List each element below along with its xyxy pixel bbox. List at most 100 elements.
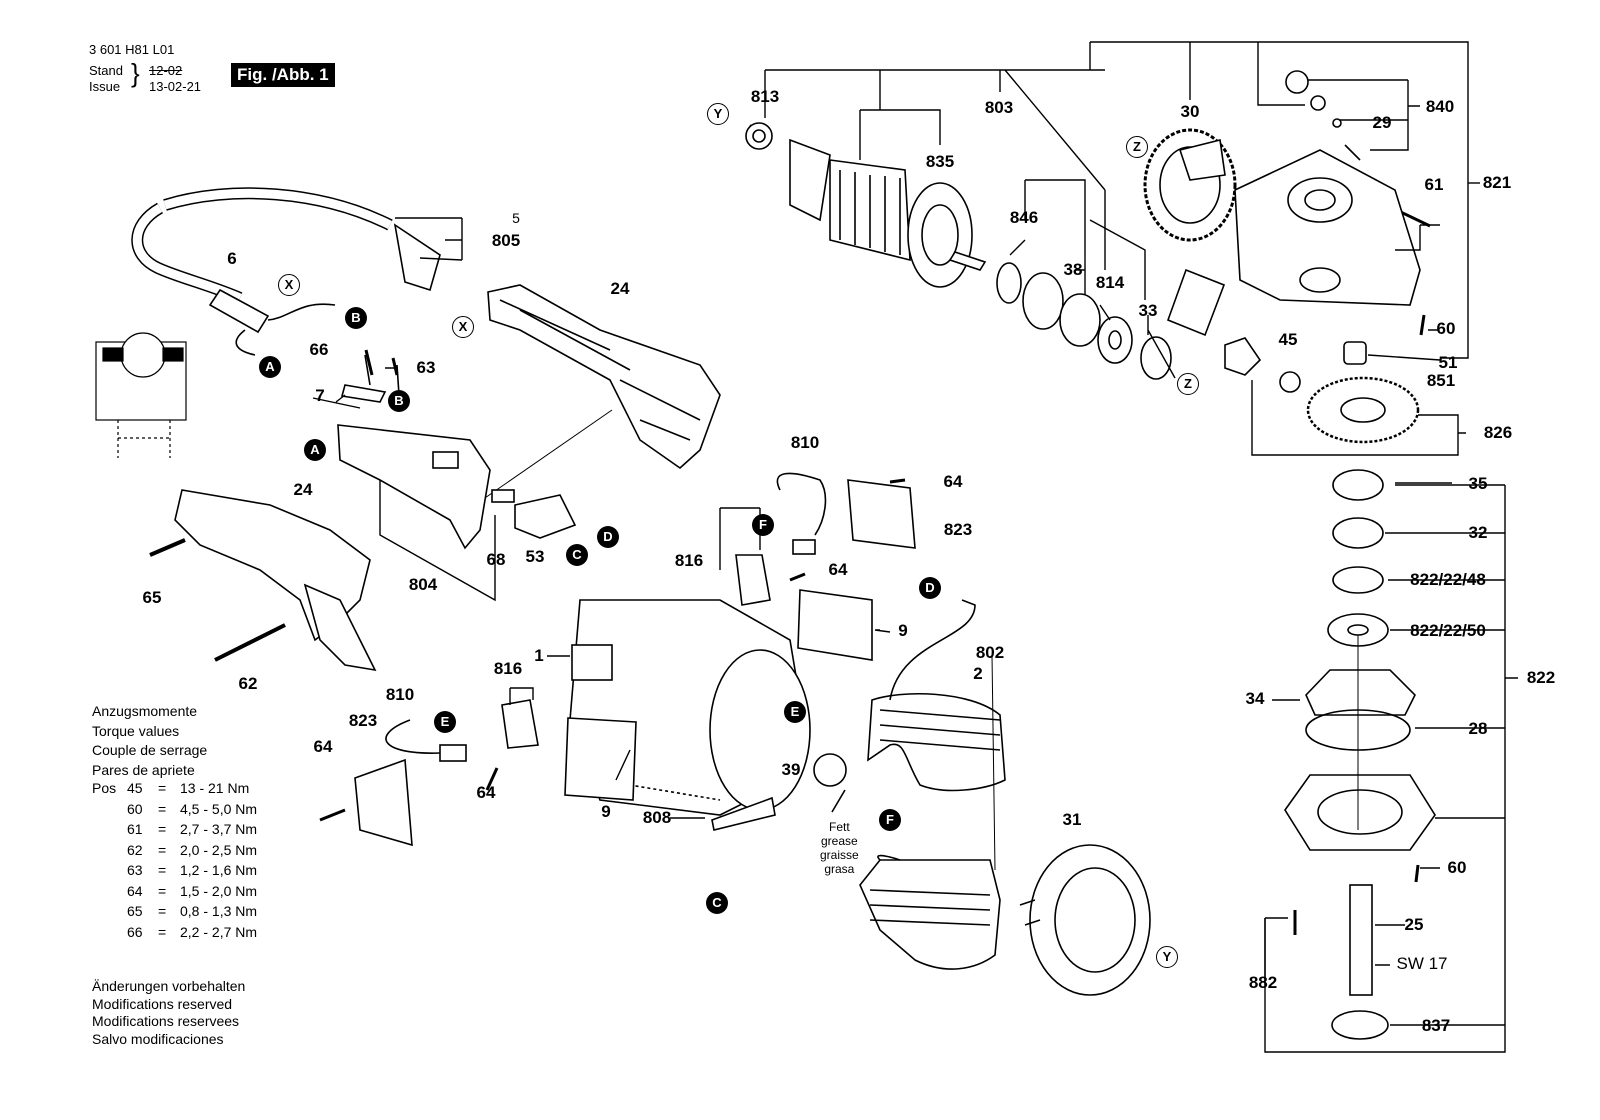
part-label-823-upper: 823 bbox=[943, 520, 973, 539]
brace-glyph: } bbox=[131, 58, 140, 88]
part-label-851: 851 bbox=[1426, 371, 1456, 390]
brush-holder-upper bbox=[735, 472, 827, 606]
part-label-53: 53 bbox=[525, 547, 545, 566]
gear-head-housing bbox=[1234, 70, 1421, 306]
part-label-810-lower: 810 bbox=[385, 685, 415, 704]
field-coil-upper bbox=[867, 692, 1006, 792]
torque-value: 1,2 - 1,6 Nm bbox=[180, 862, 258, 878]
wiring-schematic bbox=[95, 332, 187, 458]
marker-z-bearing: Z bbox=[1177, 373, 1199, 395]
torque-value: 0,8 - 1,3 Nm bbox=[180, 903, 258, 919]
switch-assembly bbox=[337, 354, 577, 602]
part-label-39: 39 bbox=[781, 760, 801, 779]
bearing-814 bbox=[1097, 316, 1133, 364]
marker-x-handle: X bbox=[452, 316, 474, 338]
torque-eq: = bbox=[158, 780, 167, 796]
part-label-60-upper: 60 bbox=[1436, 319, 1456, 338]
part-label-5: 5 bbox=[512, 210, 520, 226]
part-label-840: 840 bbox=[1425, 97, 1455, 116]
part-label-30: 30 bbox=[1180, 102, 1200, 121]
bearing-ring-33 bbox=[1140, 336, 1172, 380]
rear-handle-housing-upper bbox=[481, 284, 721, 501]
torque-value: 1,5 - 2,0 Nm bbox=[180, 882, 258, 899]
torque-title: Torque values bbox=[92, 722, 180, 739]
part-label-837: 837 bbox=[1421, 1016, 1451, 1035]
torque-value: 2,0 - 2,5 Nm bbox=[180, 841, 258, 858]
bearing-seal bbox=[1166, 268, 1226, 337]
part-label-813: 813 bbox=[750, 87, 780, 106]
marker-d-switch: D bbox=[597, 526, 619, 548]
part-label-803: 803 bbox=[984, 98, 1014, 117]
figure-label: Fig. /Abb. 1 bbox=[231, 63, 335, 87]
marker-f-brush: F bbox=[752, 514, 774, 536]
part-label-31: 31 bbox=[1062, 810, 1082, 829]
part-label-835: 835 bbox=[925, 152, 955, 171]
part-label-33: 33 bbox=[1138, 301, 1158, 320]
marker-y-armature: Y bbox=[707, 103, 729, 125]
part-label-25: 25 bbox=[1404, 915, 1424, 934]
spanner-size-label: SW 17 bbox=[1396, 954, 1448, 973]
part-label-24-lower: 24 bbox=[293, 480, 313, 499]
torque-pos: 66 bbox=[127, 923, 143, 940]
part-label-816-upper: 816 bbox=[674, 551, 704, 570]
grease-note-line: grease bbox=[820, 834, 858, 848]
screws bbox=[319, 203, 1431, 935]
torque-eq: = bbox=[158, 903, 167, 919]
rear-handle-housing-lower bbox=[149, 489, 377, 672]
part-label-62: 62 bbox=[238, 674, 258, 693]
part-label-68: 68 bbox=[486, 550, 506, 569]
torque-title: Anzugsmomente bbox=[92, 703, 198, 719]
torque-eq: = bbox=[158, 862, 167, 878]
bearing-39 bbox=[813, 753, 847, 787]
part-label-826: 826 bbox=[1483, 423, 1513, 442]
torque-value: 2,2 - 2,7 Nm bbox=[180, 923, 258, 940]
torque-eq: = bbox=[158, 841, 167, 858]
marker-e-coil: E bbox=[784, 701, 806, 723]
doc-number: 3 601 H81 L01 bbox=[89, 42, 175, 57]
part-label-64-lower: 64 bbox=[313, 737, 333, 756]
torque-value: 13 - 21 Nm bbox=[180, 780, 250, 796]
circlip-846 bbox=[996, 262, 1022, 304]
bevel-gear-30 bbox=[1143, 128, 1237, 242]
torque-pos: 64 bbox=[127, 882, 143, 899]
old-date: 12-02 bbox=[149, 63, 183, 78]
end-cover-31 bbox=[1019, 844, 1151, 996]
power-cord bbox=[131, 187, 441, 356]
grease-note-line: grasa bbox=[824, 862, 855, 876]
part-label-51: 51 bbox=[1438, 353, 1458, 372]
torque-pos: 65 bbox=[127, 903, 143, 919]
marker-a-cord: A bbox=[259, 356, 281, 378]
torque-pos: 60 bbox=[127, 800, 143, 817]
brush-holder-lower bbox=[385, 699, 539, 762]
torque-pos: 45 bbox=[127, 780, 143, 796]
armature bbox=[745, 122, 987, 288]
torque-pos: 63 bbox=[127, 862, 143, 878]
part-label-45: 45 bbox=[1278, 330, 1298, 349]
suppressor-plate-upper bbox=[847, 479, 916, 549]
torque-eq: = bbox=[158, 821, 167, 837]
part-label-805: 805 bbox=[491, 231, 521, 250]
marker-y-cover: Y bbox=[1156, 946, 1178, 968]
part-label-34: 34 bbox=[1245, 689, 1265, 708]
part-label-822: 822 bbox=[1526, 668, 1556, 687]
leader-lines bbox=[312, 41, 1518, 1053]
torque-pos: 61 bbox=[127, 821, 143, 837]
part-label-32: 32 bbox=[1468, 523, 1488, 542]
marker-a-switch: A bbox=[304, 439, 326, 461]
motor-housing bbox=[564, 589, 873, 831]
part-label-9-lower: 9 bbox=[601, 802, 611, 821]
pinion bbox=[1224, 337, 1262, 376]
marker-z-gear: Z bbox=[1126, 136, 1148, 158]
part-label-65: 65 bbox=[142, 588, 162, 607]
modification-notes: Änderungen vorbehalten Modifications res… bbox=[92, 978, 245, 1048]
torque-title: Couple de serrage bbox=[92, 742, 208, 758]
part-label-821: 821 bbox=[1482, 173, 1512, 192]
gear-826 bbox=[1306, 376, 1420, 444]
part-label-808: 808 bbox=[642, 808, 672, 827]
part-label-882: 882 bbox=[1248, 973, 1278, 992]
marker-e-brush: E bbox=[434, 711, 456, 733]
note-line: Modifications reservees bbox=[92, 1013, 240, 1029]
grease-note-line: graisse bbox=[820, 848, 859, 862]
part-label-66: 66 bbox=[309, 340, 329, 359]
